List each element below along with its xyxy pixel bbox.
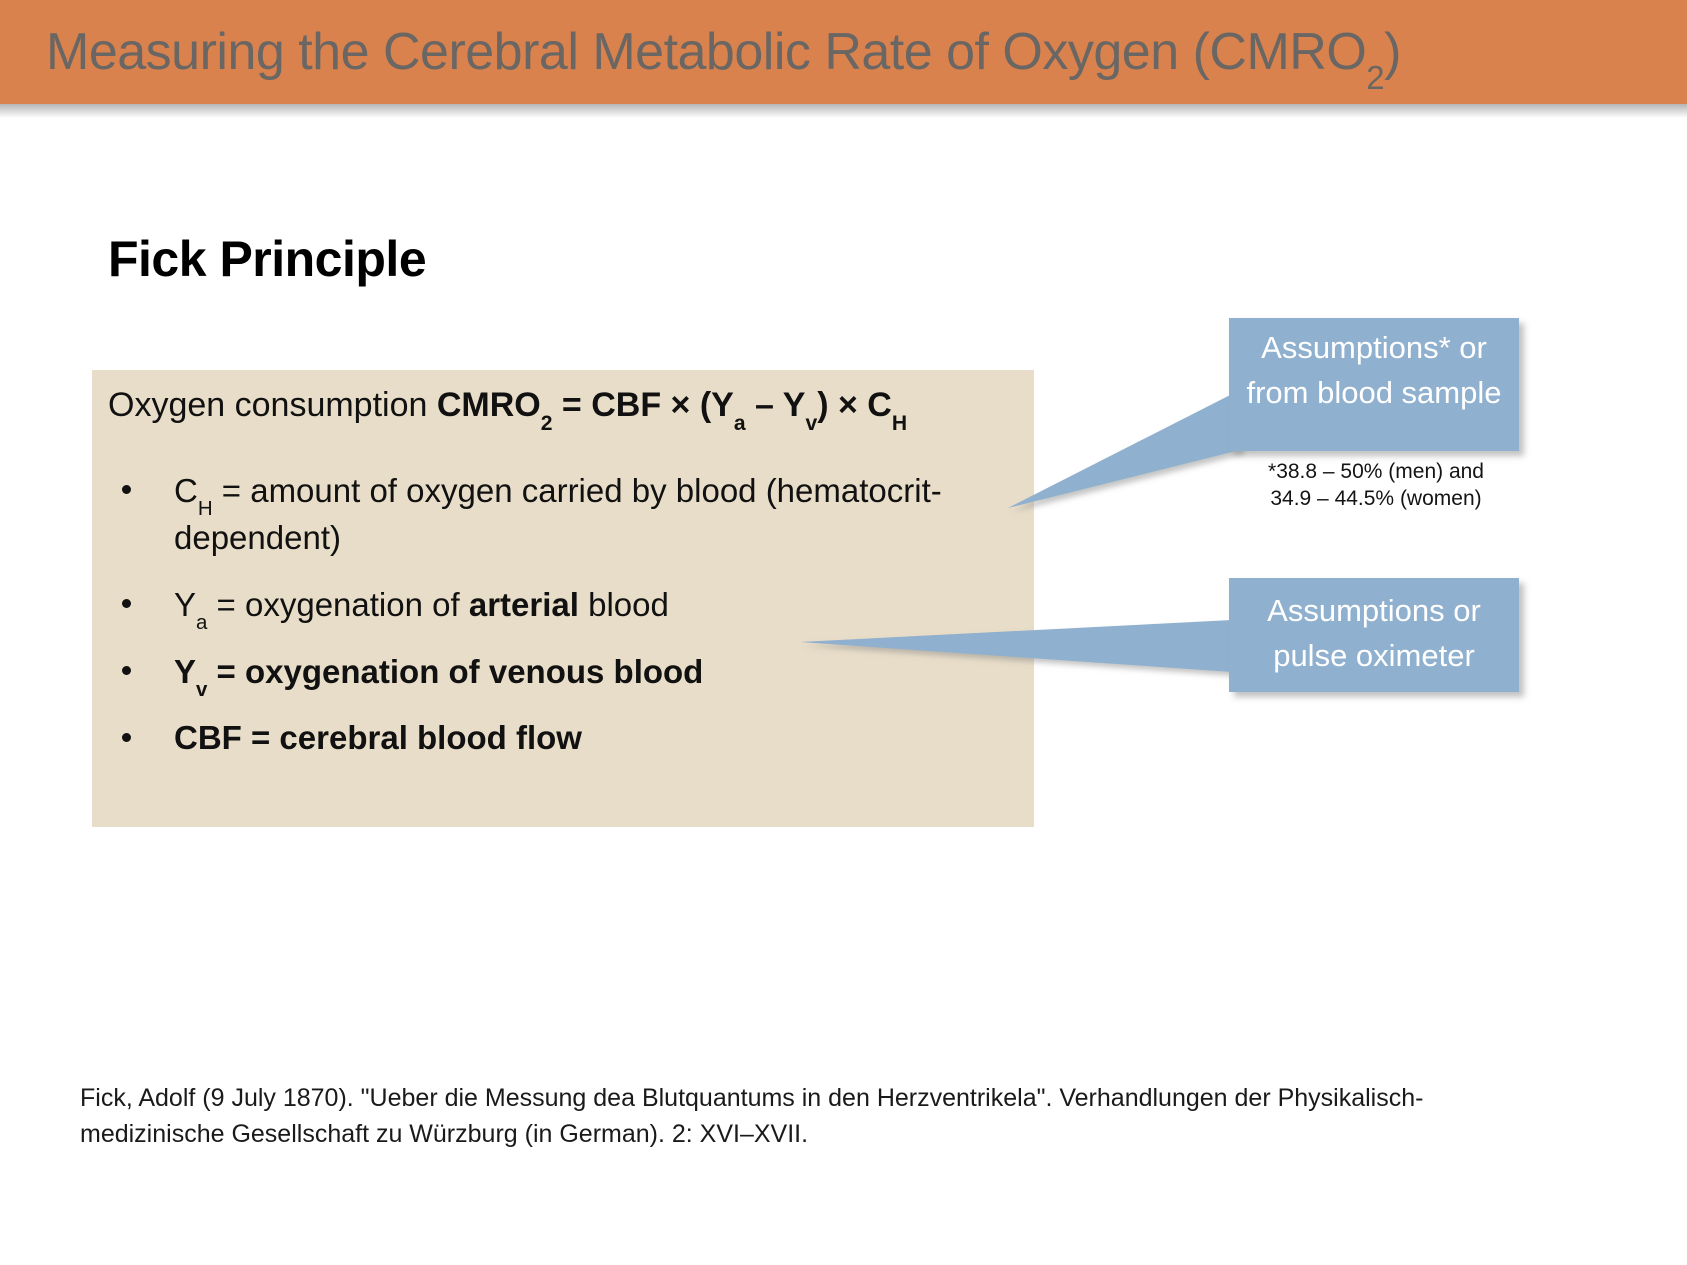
page-title: Measuring the Cerebral Metabolic Rate of… <box>46 23 1401 94</box>
formula-cmro: CMRO <box>436 386 541 424</box>
term-symbol: CBF <box>174 719 242 757</box>
term-definition: = oxygenation of venous blood <box>207 652 704 690</box>
title-banner: Measuring the Cerebral Metabolic Rate of… <box>0 0 1687 104</box>
term-definition-emphasis: arterial <box>468 585 579 623</box>
formula-ya-subscript: a <box>733 411 746 435</box>
callout-blood-sample: Assumptions* or from blood sample <box>1229 318 1519 451</box>
list-item: Ya = oxygenation of arterial blood <box>108 582 1020 633</box>
list-item: CBF = cerebral blood flow <box>108 715 1020 762</box>
citation-reference: Fick, Adolf (9 July 1870). "Ueber die Me… <box>80 1084 1424 1149</box>
bullet-dot-icon <box>122 732 131 742</box>
list-item: CH = amount of oxygen carried by blood (… <box>108 468 1020 562</box>
page-title-subscript: 2 <box>1366 59 1385 97</box>
term-definition-before: = oxygenation of <box>207 585 469 623</box>
formula-expression: CMRO2 = CBF × (Ya – Yv) × CH <box>436 386 907 434</box>
term-definition: = amount of oxygen carried by blood (hem… <box>174 472 942 556</box>
term-definition-after: blood <box>578 585 669 623</box>
bullet-dot-icon <box>122 665 131 675</box>
cmro2-formula: Oxygen consumption CMRO2 = CBF × (Ya – Y… <box>108 386 907 434</box>
page-title-tail: ) <box>1384 23 1401 81</box>
term-symbol: Y <box>174 585 197 623</box>
callout-pulse-oximeter: Assumptions or pulse oximeter <box>1229 578 1519 692</box>
term-definition: = cerebral blood flow <box>241 719 582 757</box>
formula-ch-part: ) × C <box>817 386 892 424</box>
title-banner-inner: Measuring the Cerebral Metabolic Rate of… <box>46 0 1663 104</box>
bullet-dot-icon <box>122 598 131 608</box>
bullet-dot-icon <box>122 485 131 495</box>
fick-principle-panel: Oxygen consumption CMRO2 = CBF × (Ya – Y… <box>92 370 1034 827</box>
formula-yv-subscript: v <box>805 411 818 435</box>
section-heading: Fick Principle <box>108 231 427 287</box>
formula-lead: Oxygen consumption <box>108 386 437 424</box>
hematocrit-footnote: *38.8 – 50% (men) and 34.9 – 44.5% (wome… <box>1240 458 1512 513</box>
footnote-line-2: 34.9 – 44.5% (women) <box>1270 487 1482 511</box>
term-symbol-subscript: H <box>197 497 213 521</box>
formula-cmro-subscript: 2 <box>540 411 553 435</box>
term-symbol-subscript: a <box>196 611 208 635</box>
formula-ch-subscript: H <box>891 411 908 435</box>
list-item: Yv = oxygenation of venous blood <box>108 649 1020 700</box>
callout-pointer-blood-sample <box>1008 390 1240 508</box>
term-symbol: Y <box>174 652 197 690</box>
footnote-line-1: *38.8 – 50% (men) and <box>1268 460 1484 483</box>
term-symbol-subscript: v <box>196 677 208 701</box>
formula-cbf-part: = CBF × (Y <box>552 386 734 424</box>
page-title-main: Measuring the Cerebral Metabolic Rate of… <box>46 23 1367 81</box>
definition-list: CH = amount of oxygen carried by blood (… <box>108 468 1020 780</box>
term-symbol: C <box>174 472 198 509</box>
formula-minus-part: – Y <box>745 386 806 424</box>
banner-drop-shadow <box>0 104 1687 118</box>
